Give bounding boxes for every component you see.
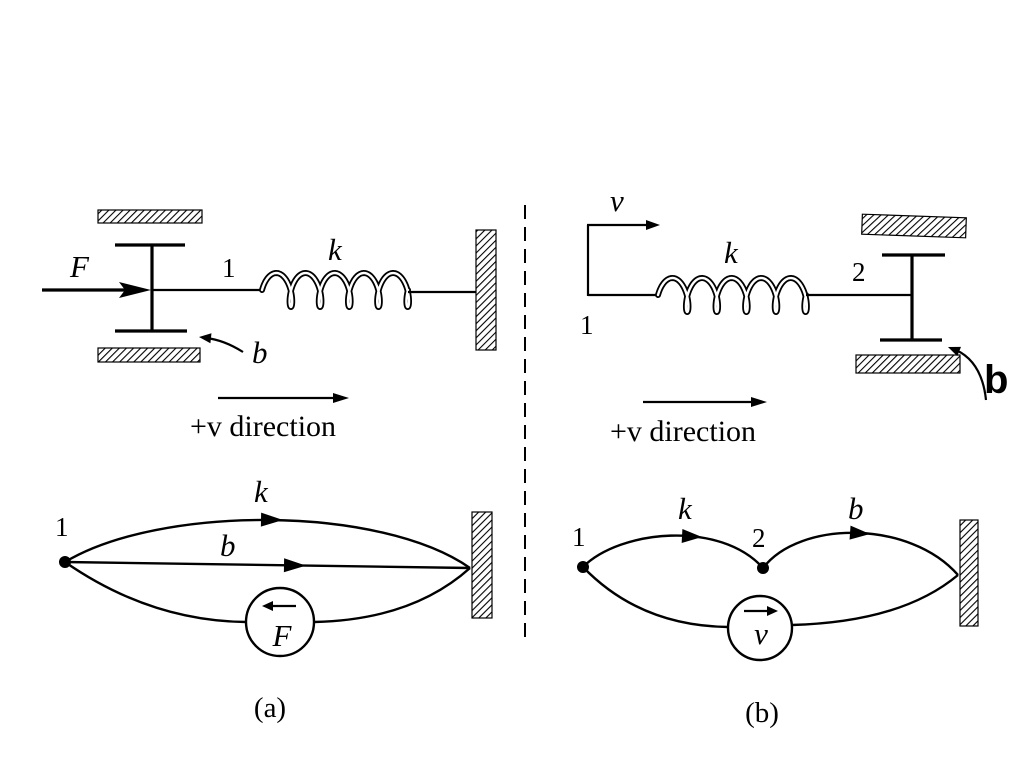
- damper-label: b: [984, 358, 1008, 402]
- spring-label: k: [328, 232, 343, 267]
- damper-top-housing: [97, 209, 203, 224]
- node-2-label: 2: [852, 257, 866, 287]
- node-2: [757, 562, 769, 574]
- node-1-label: 1: [55, 512, 69, 542]
- damper-edge-arrowhead: [283, 558, 306, 573]
- damper-top-housing: [861, 213, 967, 239]
- spring-edge-label: k: [254, 474, 269, 509]
- damper-pointer-arrowhead: [948, 346, 961, 357]
- panel-a-graph: k b F 1 (a): [55, 474, 493, 724]
- damper-pointer-line: [955, 349, 988, 401]
- damper: [115, 243, 187, 333]
- spring-edge: [582, 534, 764, 569]
- node-1: [577, 561, 589, 573]
- spring-edge-arrowhead: [681, 528, 702, 543]
- damper-edge: [762, 531, 959, 576]
- panel-b-graph: k b v 1 2 (b): [572, 491, 979, 729]
- spring-edge: [64, 518, 471, 569]
- velocity-arrowhead: [646, 220, 660, 230]
- damper-edge: [64, 560, 471, 570]
- force-arrow: [42, 282, 151, 298]
- damper-edge-label: b: [220, 528, 236, 563]
- panel-b-system: v 1 k 2 b +v direction: [580, 183, 1008, 448]
- spring: [259, 270, 412, 310]
- direction-arrow: [643, 397, 767, 407]
- damper-pointer-arrowhead: [199, 333, 212, 344]
- spring-label: k: [724, 235, 739, 270]
- force-source-arrowhead: [262, 601, 273, 611]
- velocity-source-arrowhead: [767, 606, 778, 616]
- damper-label: b: [252, 335, 268, 370]
- spring-coil-core: [656, 276, 809, 314]
- velocity-label: v: [610, 183, 624, 218]
- damper-bottom-housing: [855, 354, 961, 374]
- force-arrowhead: [119, 282, 151, 298]
- direction-label: +v direction: [610, 415, 756, 448]
- panel-a-system: F 1 k b +v direction: [42, 209, 497, 443]
- node-1-label: 1: [572, 522, 586, 552]
- direction-label: +v direction: [190, 410, 336, 443]
- source-edge-right: [313, 567, 471, 624]
- fixed-wall: [475, 229, 497, 351]
- spring-edge-label: k: [678, 491, 693, 526]
- ground-reference: [471, 511, 493, 619]
- force-label: F: [69, 249, 90, 284]
- spring-edge-arrowhead: [260, 512, 283, 527]
- direction-arrow: [218, 393, 349, 403]
- velocity-input-arrow: [586, 220, 660, 296]
- damper-bottom-housing: [97, 347, 201, 363]
- caption-a: (a): [254, 692, 286, 724]
- node-2-label: 2: [752, 523, 766, 553]
- direction-arrowhead: [333, 393, 349, 403]
- direction-arrowhead: [751, 397, 767, 407]
- damper-pointer: [199, 333, 244, 353]
- node-1-label: 1: [580, 310, 594, 340]
- source-edge-right: [791, 574, 959, 627]
- spring: [655, 275, 810, 315]
- caption-b: (b): [745, 697, 779, 729]
- damper: [880, 253, 945, 342]
- ground-reference: [959, 519, 979, 627]
- damper-edge-label: b: [848, 491, 864, 526]
- node-1: [59, 556, 71, 568]
- damper-edge-arrowhead: [849, 525, 870, 540]
- source-edge-left: [582, 566, 729, 629]
- node-1-label: 1: [222, 253, 236, 283]
- spring-coil-core: [260, 271, 411, 309]
- damper-pointer-line: [205, 336, 244, 353]
- velocity-source-label: v: [754, 616, 768, 651]
- force-source-label: F: [272, 618, 293, 653]
- damper-pointer: [948, 346, 988, 401]
- source-edge-left: [64, 561, 247, 624]
- force-source: [244, 586, 316, 658]
